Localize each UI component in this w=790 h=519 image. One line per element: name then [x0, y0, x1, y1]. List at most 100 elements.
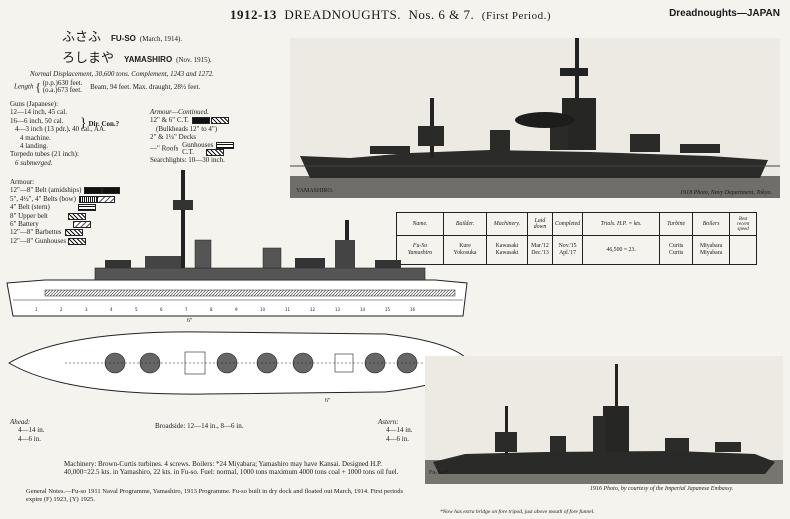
ship-plan-drawing — [8, 331, 472, 395]
photo2-footnote: *Now has extra bridge on fore tripod, ju… — [440, 509, 595, 515]
ship-title-fuso: FU-SO — [111, 34, 136, 43]
table-cell: Kawasaki Kawasaki — [486, 235, 528, 265]
armour-item: 4" Belt (stern) — [10, 203, 50, 212]
armour-item: 12"—8" Gunhouses — [10, 236, 67, 245]
svg-text:11: 11 — [285, 307, 291, 312]
armour-item: 6" Battery — [10, 220, 39, 229]
svg-text:2: 2 — [60, 307, 63, 312]
length-label: Length — [14, 82, 34, 91]
displacement-line: Normal Displacement, 30,600 tons. Comple… — [30, 70, 214, 78]
beam-draught: Beam, 94 feet. Max. draught, 28½ feet. — [90, 82, 201, 91]
photo-yamashiro: YAMASHIRO. 1918 Photo, Navy Department, … — [290, 38, 780, 198]
deck-plan-drawing: 6" 6" — [5, 318, 475, 404]
torpedo-title: Torpedo tubes (21 inch): — [10, 150, 79, 159]
swatch-icon — [84, 187, 103, 195]
ahead-arc: Ahead: 4—14 in. 4—6 in. — [10, 418, 44, 443]
table-cell: Curtis Curtis — [659, 235, 694, 265]
table-cell: Mar.'12 Dec.'13 — [527, 235, 553, 265]
table-header: Completed — [551, 212, 584, 236]
dir-con-label: Dir. Con.? — [88, 120, 120, 128]
plan-gun-label: 6" — [187, 318, 193, 324]
director-control: } Dir. Con.? — [80, 116, 120, 132]
length-pp: (p.p.)630 feet. — [42, 79, 83, 87]
armour-cont-item: Gunhouses — [182, 140, 214, 149]
table-header: Turbine — [659, 212, 694, 236]
ahead-label: Ahead: — [10, 418, 31, 426]
svg-text:6: 6 — [160, 307, 163, 312]
armour-continued: Armour—Continued. 12" & 6" C.T. (Bulkhea… — [150, 108, 235, 164]
header-period: (First Period.) — [481, 10, 552, 22]
table-header: Laid down — [527, 212, 553, 236]
table-header: Trials. H.P. = kts. — [582, 212, 661, 236]
gun-item: 4 machine. — [20, 133, 51, 142]
gun-item: 4 landing. — [20, 142, 48, 151]
astern-arc: Astern: 4—14 in. 4—6 in. — [378, 418, 412, 443]
ship-date-yamashiro: (Nov. 1915). — [176, 56, 212, 64]
page-header: 1912-13 DREADNOUGHTS. Nos. 6 & 7. (First… — [0, 4, 790, 23]
swatch-icon — [78, 195, 97, 203]
table-row: Fu-So Yamashiro Kure Yokosuka Kawasaki K… — [396, 235, 758, 265]
svg-text:5: 5 — [135, 307, 138, 312]
swatch-icon — [77, 204, 96, 212]
armour-item: 8" Upper belt — [10, 211, 48, 220]
armour-cont-item: (Bulkheads 12" to 4") — [156, 124, 218, 133]
ship-title-yamashiro: YAMASHIRO — [124, 55, 173, 64]
header-country: Dreadnoughts—JAPAN — [669, 8, 780, 19]
photo-fuso: Fu-So.* — [425, 356, 783, 484]
swatch-icon — [216, 141, 235, 149]
armour-title: Armour: — [10, 178, 35, 186]
table-cell: Miyabara Miyabara — [692, 235, 731, 265]
ahead-item: 4—14 in. — [18, 426, 45, 435]
machinery-notes: Machinery: Brown-Curtis turbines. 4 scre… — [64, 460, 399, 476]
plan-gun-label: 6" — [325, 398, 331, 404]
svg-text:10: 10 — [260, 307, 266, 312]
gun-item: 12—14 inch, 45 cal. — [10, 108, 67, 117]
svg-text:9: 9 — [235, 307, 238, 312]
table-cell: Nov.'15 Apl.'17 — [551, 235, 584, 265]
broadside: Broadside: 12—14 in., 8—6 in. — [155, 422, 244, 430]
table-header: Machinery. — [486, 212, 528, 236]
ship-kana-yamashiro: ろしまや — [62, 51, 115, 66]
swatch-icon — [72, 220, 91, 228]
swatch-icon — [68, 237, 87, 245]
armour-item: 12"—8" Belt (amidships) — [10, 186, 82, 195]
svg-text:13: 13 — [335, 307, 341, 312]
table-cell — [729, 235, 758, 265]
swatch-icon — [96, 195, 115, 203]
general-notes: General Notes.—Fu-so 1911 Naval Programm… — [26, 488, 404, 503]
trials-table: Name. Builder. Machinery. Laid down Comp… — [396, 212, 758, 265]
armour-cont-item: —" Roofs — [150, 144, 179, 153]
astern-label: Astern: — [378, 418, 399, 426]
ship-photo-yamashiro — [290, 38, 780, 198]
svg-text:7: 7 — [185, 307, 188, 312]
header-numbers: Nos. 6 & 7. — [408, 7, 475, 22]
gun-item: 4—3 inch (13 pdr.), 40 cal., AA. — [15, 125, 106, 134]
table-cell: 46,500 = 23. — [582, 235, 661, 265]
ship-kana-fuso: ふさふ — [62, 30, 102, 45]
searchlights: Searchlights: 10—30 inch. — [150, 155, 225, 164]
gun-item: 16—6 inch, 50 cal. — [10, 116, 64, 125]
swatch-icon — [210, 117, 229, 125]
ship-date-fuso: (March, 1914). — [139, 35, 183, 43]
svg-text:12: 12 — [310, 307, 316, 312]
ship-photo-fuso — [425, 364, 783, 484]
photo1-caption-ship: YAMASHIRO. — [296, 188, 334, 194]
armour-cont-item: C.T. — [182, 147, 195, 156]
armour-cont-item: 2" & 1¼" Decks — [150, 133, 197, 142]
header-year: 1912-13 — [230, 7, 277, 22]
armour-item: 5", 4½", 4" Belts (bow) — [10, 194, 76, 203]
ahead-item: 4—6 in. — [18, 434, 41, 443]
dimensions: Length { (p.p.)630 feet. (o.a.)673 feet.… — [14, 79, 201, 94]
svg-text:8: 8 — [210, 307, 213, 312]
swatch-icon — [102, 187, 121, 195]
page-title: 1912-13 DREADNOUGHTS. Nos. 6 & 7. (First… — [230, 7, 551, 23]
ship-name-fuso: ふさふ FU-SO (March, 1914). — [62, 26, 182, 46]
swatch-icon — [65, 229, 84, 237]
table-cell: Fu-So Yamashiro — [396, 235, 444, 265]
length-oa: (o.a.)673 feet. — [42, 86, 82, 94]
astern-item: 4—14 in. — [386, 426, 413, 435]
ship-name-yamashiro: ろしまや YAMASHIRO (Nov. 1915). — [62, 47, 212, 67]
photo1-caption-credit: 1918 Photo, Navy Department, Tokyo. — [680, 190, 772, 196]
